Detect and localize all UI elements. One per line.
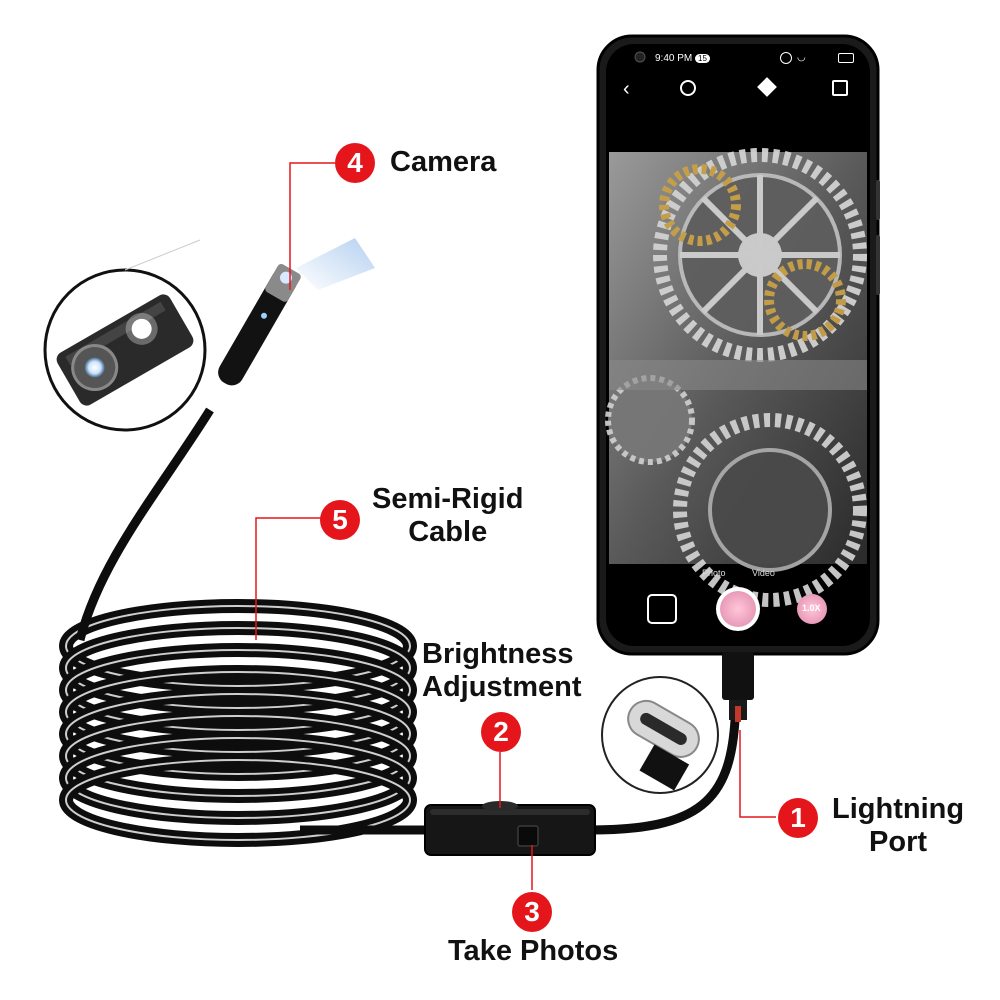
callout-label-cable-line1: Semi-Rigid bbox=[372, 483, 524, 515]
callout-label-brightness-line1: Brightness bbox=[422, 638, 574, 670]
callout-badge-camera: 4 bbox=[335, 143, 375, 183]
shutter-icon[interactable] bbox=[716, 587, 760, 631]
cable-riser bbox=[75, 407, 214, 642]
callout-label-cable: Semi-Rigid Cable bbox=[372, 483, 523, 549]
callout-label-port: Lightning Port bbox=[832, 793, 964, 859]
gear-scene bbox=[605, 148, 867, 607]
callout-label-port-line1: Lightning bbox=[832, 793, 965, 825]
callout-label-photos: Take Photos bbox=[448, 935, 619, 967]
back-icon[interactable]: ‹ bbox=[623, 78, 630, 100]
mode-photo[interactable]: Photo bbox=[702, 568, 726, 578]
callout-label-camera: Camera bbox=[390, 146, 497, 178]
battery-icon bbox=[838, 53, 854, 63]
inline-controller bbox=[424, 801, 596, 856]
callout-leaders bbox=[255, 162, 776, 890]
type-c-closeup bbox=[601, 676, 719, 794]
phone bbox=[596, 34, 880, 656]
alarm-icon bbox=[780, 52, 792, 64]
camera-probe bbox=[218, 238, 375, 386]
callout-badge-port: 1 bbox=[778, 798, 818, 838]
gallery-icon[interactable] bbox=[648, 595, 676, 623]
zoom-icon[interactable]: 1.0X bbox=[802, 603, 821, 613]
status-badge: 15 bbox=[695, 54, 710, 63]
camera-closeup bbox=[43, 268, 207, 432]
cable-coil bbox=[59, 599, 417, 847]
cable-to-port bbox=[589, 719, 740, 835]
usb-connector bbox=[722, 652, 754, 722]
rotate-icon[interactable] bbox=[680, 80, 696, 96]
status-time: 9:40 PM bbox=[655, 53, 693, 64]
callout-label-cable-line2: Cable bbox=[408, 516, 488, 548]
callout-badge-photos: 3 bbox=[512, 892, 552, 932]
split-view-icon[interactable] bbox=[832, 80, 848, 96]
callout-label-port-line2: Port bbox=[869, 826, 928, 858]
callout-badge-brightness: 2 bbox=[481, 712, 521, 752]
callout-label-brightness: Brightness Adjustment bbox=[422, 638, 582, 704]
callout-label-brightness-line2: Adjustment bbox=[422, 671, 582, 703]
callout-badge-cable: 5 bbox=[320, 500, 360, 540]
mode-video[interactable]: Video bbox=[752, 568, 775, 578]
wifi-icon: ◡ bbox=[797, 52, 806, 63]
